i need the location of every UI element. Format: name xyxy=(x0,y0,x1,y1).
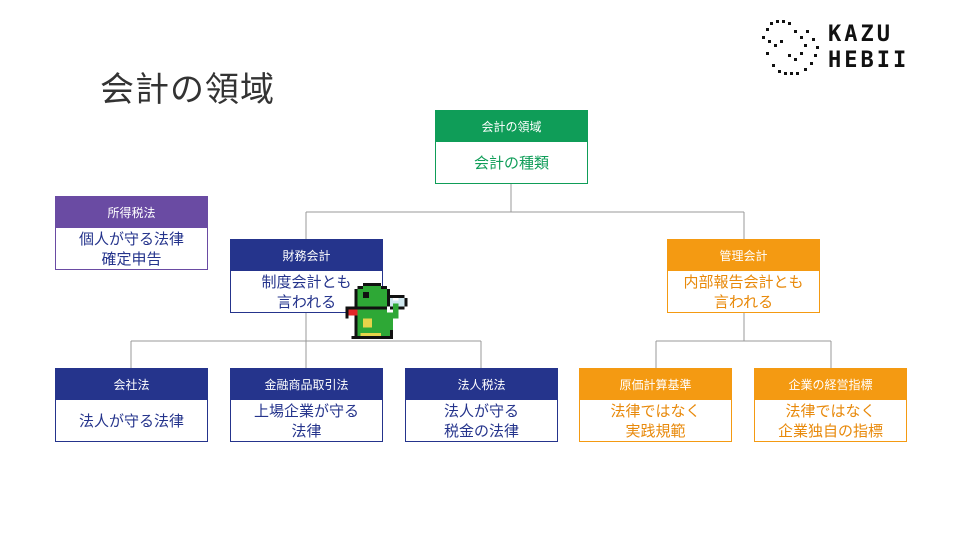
logo-line-2: HEBII xyxy=(828,48,910,73)
snake-mascot xyxy=(345,283,408,340)
logo-text: KAZU HEBII xyxy=(828,22,909,74)
node-header: 会社法 xyxy=(56,369,207,400)
node-accounting-domain: 会計の領域 会計の種類 xyxy=(435,110,588,184)
node-body: 個人が守る法律 確定申告 xyxy=(78,229,184,268)
node-header: 企業の経営指標 xyxy=(755,369,906,400)
node-company-law: 会社法 法人が守る法律 xyxy=(55,368,208,442)
node-body: 法律ではなく 実践規範 xyxy=(610,401,701,440)
node-header: 管理会計 xyxy=(668,240,819,271)
node-header: 所得税法 xyxy=(56,197,207,228)
node-header: 会計の領域 xyxy=(436,111,587,142)
node-header: 法人税法 xyxy=(406,369,557,400)
node-financial-accounting: 財務会計 制度会計とも 言われる xyxy=(230,239,383,313)
node-management-indicators: 企業の経営指標 法律ではなく 企業独自の指標 xyxy=(754,368,907,442)
page-title: 会計の領域 xyxy=(100,70,275,110)
node-cost-accounting-standard: 原価計算基準 法律ではなく 実践規範 xyxy=(579,368,732,442)
node-header: 財務会計 xyxy=(231,240,382,271)
node-body: 会計の種類 xyxy=(473,153,549,172)
logo-line-1: KAZU xyxy=(828,22,893,47)
node-income-tax-law: 所得税法 個人が守る法律 確定申告 xyxy=(55,196,208,270)
node-body: 法人が守る法律 xyxy=(78,411,184,430)
node-body: 法人が守る 税金の法律 xyxy=(443,401,519,440)
node-body: 法律ではなく 企業独自の指標 xyxy=(777,401,883,440)
node-financial-instruments-law: 金融商品取引法 上場企業が守る 法律 xyxy=(230,368,383,442)
kazu-hebii-logo xyxy=(762,20,819,75)
node-corporate-tax-law: 法人税法 法人が守る 税金の法律 xyxy=(405,368,558,442)
node-body: 制度会計とも 言われる xyxy=(261,272,352,311)
node-body: 内部報告会計とも 言われる xyxy=(683,272,804,311)
node-managerial-accounting: 管理会計 内部報告会計とも 言われる xyxy=(667,239,820,313)
node-body: 上場企業が守る 法律 xyxy=(253,401,359,440)
node-header: 金融商品取引法 xyxy=(231,369,382,400)
node-header: 原価計算基準 xyxy=(580,369,731,400)
